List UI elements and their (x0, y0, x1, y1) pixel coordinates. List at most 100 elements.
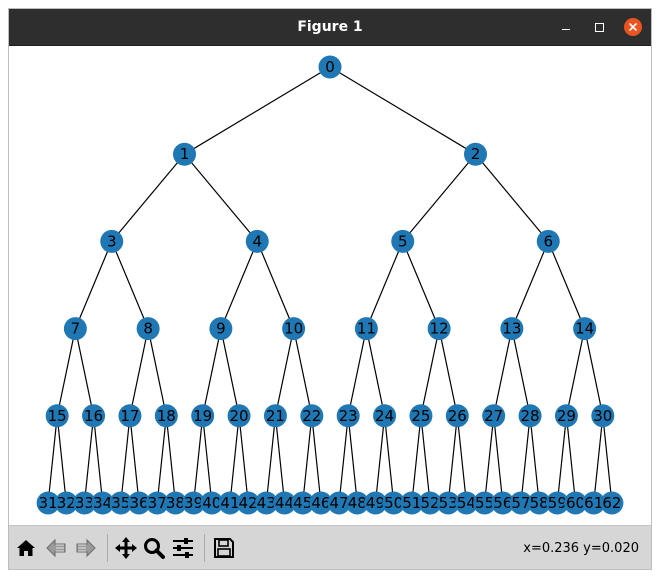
maximize-button[interactable] (590, 18, 608, 36)
tree-node-label: 62 (602, 494, 621, 512)
tree-edge (202, 415, 213, 504)
tree-node-label: 49 (366, 494, 385, 512)
tree-node-circle (491, 491, 515, 515)
tree-node-45: 45 (291, 491, 315, 515)
tree-node-62: 62 (600, 491, 624, 515)
tree-node-circle (273, 491, 297, 515)
tree-edge (347, 415, 358, 504)
tree-node-circle (382, 491, 406, 515)
tree-node-label: 60 (566, 494, 585, 512)
tree-node-circle (163, 491, 187, 515)
tree-edge (111, 241, 149, 329)
tree-edge (311, 415, 322, 504)
tree-node-circle (100, 229, 124, 253)
tree-node-circle (72, 491, 96, 515)
tree-edge (220, 241, 258, 329)
tree-node-label: 22 (302, 407, 321, 425)
tree-node-label: 13 (502, 320, 521, 338)
tree-node-55: 55 (473, 491, 497, 515)
minimize-button[interactable] (557, 18, 575, 36)
tree-node-36: 36 (127, 491, 151, 515)
tree-node-label: 0 (325, 58, 335, 76)
tree-node-circle (373, 404, 397, 428)
tree-edge (74, 328, 95, 416)
tree-node-49: 49 (363, 491, 387, 515)
tree-edge (265, 415, 277, 504)
tree-node-circle (336, 404, 360, 428)
home-button[interactable] (13, 535, 39, 561)
tree-node-circle (36, 491, 60, 515)
tree-node-circle (354, 317, 378, 341)
forward-arrow-icon (76, 538, 96, 558)
tree-node-label: 14 (575, 320, 594, 338)
tree-node-circle (263, 404, 287, 428)
tree-edge (556, 415, 568, 504)
tree-node-6: 6 (536, 229, 560, 253)
tree-node-23: 23 (336, 404, 360, 428)
forward-button[interactable] (73, 535, 99, 561)
tree-node-label: 50 (384, 494, 403, 512)
tree-node-label: 33 (75, 494, 94, 512)
tree-node-label: 45 (293, 494, 312, 512)
tree-node-circle (509, 491, 533, 515)
tree-node-10: 10 (282, 317, 306, 341)
zoom-button[interactable] (141, 535, 167, 561)
configure-subplots-button[interactable] (170, 535, 196, 561)
tree-node-54: 54 (454, 491, 478, 515)
tree-edge (47, 415, 58, 504)
tree-node-label: 2 (471, 145, 481, 163)
tree-node-circle (309, 491, 333, 515)
close-icon (629, 23, 637, 31)
tree-node-circle (545, 491, 569, 515)
tree-edge (438, 328, 458, 416)
tree-node-label: 38 (166, 494, 185, 512)
back-arrow-icon (46, 538, 66, 558)
tree-node-label: 55 (475, 494, 494, 512)
tree-node-circle (45, 404, 69, 428)
tree-node-41: 41 (218, 491, 242, 515)
tree-node-label: 48 (348, 494, 367, 512)
tree-node-label: 11 (357, 320, 376, 338)
tree-node-47: 47 (327, 491, 351, 515)
tree-edge (338, 415, 349, 504)
window-title: Figure 1 (297, 19, 363, 35)
back-button[interactable] (43, 535, 69, 561)
tree-node-label: 36 (129, 494, 148, 512)
tree-edge (529, 415, 540, 504)
tree-edge (365, 328, 386, 416)
tree-node-circle (209, 317, 233, 341)
tree-node-label: 54 (457, 494, 476, 512)
tree-edge (220, 328, 240, 416)
tree-node-circle (145, 491, 169, 515)
tree-node-48: 48 (345, 491, 369, 515)
tree-node-56: 56 (491, 491, 515, 515)
tree-edge (192, 415, 204, 504)
save-button[interactable] (211, 535, 237, 561)
tree-edge (238, 415, 249, 504)
tree-node-label: 52 (420, 494, 439, 512)
tree-edge (511, 241, 549, 329)
tree-node-label: 34 (93, 494, 112, 512)
tree-edge (92, 415, 104, 504)
tree-node-label: 24 (375, 407, 394, 425)
tree-node-label: 3 (107, 232, 117, 250)
tree-node-label: 51 (402, 494, 421, 512)
tree-node-circle (54, 491, 78, 515)
pan-button[interactable] (113, 535, 139, 561)
tree-node-circle (409, 404, 433, 428)
tree-node-circle (236, 491, 260, 515)
tree-node-circle (436, 491, 460, 515)
close-button[interactable] (624, 18, 642, 36)
tree-node-circle (182, 491, 206, 515)
tree-node-circle (254, 491, 278, 515)
tree-node-3: 3 (100, 229, 124, 253)
tree-node-label: 21 (266, 407, 285, 425)
tree-node-46: 46 (309, 491, 333, 515)
tree-node-circle (345, 491, 369, 515)
tree-node-44: 44 (273, 491, 297, 515)
tree-edge (511, 328, 531, 416)
tree-node-9: 9 (209, 317, 233, 341)
tree-node-label: 32 (57, 494, 76, 512)
